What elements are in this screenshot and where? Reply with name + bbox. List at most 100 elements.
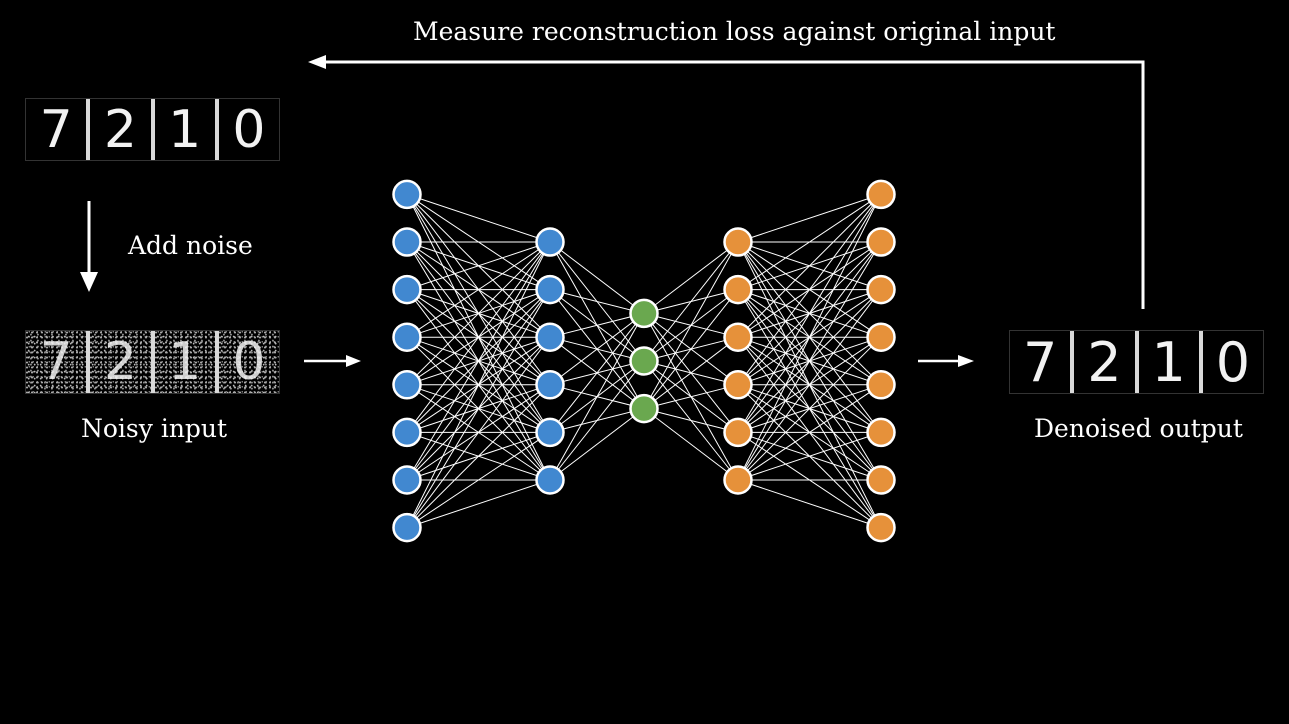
digit: 0: [232, 99, 266, 160]
output-node: [866, 322, 896, 352]
feedback-loop-arrow: [312, 60, 1145, 309]
output-node: [866, 227, 896, 257]
network-edge: [406, 289, 551, 528]
noise-texture: [218, 331, 279, 393]
denoised-output-label: Denoised output: [1034, 414, 1243, 443]
output-node: [866, 370, 896, 400]
network-edge: [406, 241, 551, 528]
digit: 1: [168, 99, 202, 160]
network-edge: [643, 241, 739, 362]
bottleneck-node: [629, 393, 659, 424]
digit-cell: 2: [90, 331, 155, 393]
input-node: [392, 179, 422, 210]
digit: 2: [103, 99, 137, 160]
network-edge: [643, 384, 739, 410]
input-to-network-arrowhead: [346, 355, 361, 367]
decoder-hidden-node: [723, 227, 753, 257]
output-node: [866, 512, 896, 543]
network-edge: [737, 194, 882, 481]
network-edge: [549, 408, 645, 481]
decoder-hidden-node: [723, 274, 753, 305]
digit-cell: 1: [155, 99, 219, 160]
network-edge: [643, 241, 739, 409]
network-edge: [549, 313, 645, 481]
network-edge: [406, 241, 551, 481]
input-node: [392, 227, 422, 257]
decoder-hidden-node: [723, 417, 753, 448]
feedback-label: Measure reconstruction loss against orig…: [413, 17, 1056, 46]
output-node: [866, 417, 896, 448]
network-edge: [643, 336, 739, 409]
original-digits-strip: 7 2 1 0: [25, 98, 280, 161]
bottleneck-node: [629, 298, 659, 329]
feedback-arrowhead: [308, 55, 326, 69]
digit-cell: 2: [90, 99, 155, 160]
bottleneck-node: [629, 346, 659, 376]
network-edge: [406, 241, 551, 433]
input-node: [392, 370, 422, 400]
network-edge: [549, 312, 645, 338]
network-edge: [737, 241, 882, 481]
network-edge: [406, 431, 551, 529]
network-edge: [406, 241, 551, 386]
digit: 1: [1151, 331, 1186, 393]
network-edge: [406, 193, 551, 243]
network-edge: [737, 431, 882, 481]
digit: 0: [1215, 331, 1251, 393]
network-edge: [737, 194, 882, 386]
digit-cell: 0: [1203, 331, 1263, 393]
encoder-hidden-node: [535, 465, 565, 495]
output-node: [866, 465, 896, 495]
network-edge: [643, 408, 739, 481]
digit-cell: 0: [219, 99, 279, 160]
digit-cell: 0: [218, 331, 279, 393]
network-edge: [406, 241, 551, 338]
input-node: [392, 322, 422, 352]
network-edge: [737, 194, 882, 338]
digit-cell: 1: [154, 331, 219, 393]
network-edges: [406, 193, 882, 529]
decoder-hidden-node: [723, 370, 753, 400]
digit: 1: [168, 332, 202, 392]
output-node: [866, 274, 896, 305]
network-edge: [549, 313, 645, 433]
noise-texture: [26, 331, 87, 393]
input-node: [392, 274, 422, 305]
network-edge: [737, 479, 882, 529]
network-to-output-arrowhead: [958, 355, 974, 367]
encoder-hidden-node: [535, 322, 565, 352]
decoder-hidden-node: [723, 465, 753, 495]
network-edge: [737, 194, 882, 433]
noisy-digits-strip: 7 2 1 0: [25, 330, 280, 394]
noise-texture: [90, 331, 151, 393]
network-edge: [643, 241, 739, 314]
network-edge: [737, 289, 882, 481]
network-edge: [406, 336, 551, 528]
digit-cell: 1: [1139, 331, 1203, 393]
encoder-hidden-node: [535, 417, 565, 448]
network-nodes: [392, 179, 896, 543]
add-noise-label: Add noise: [128, 231, 253, 260]
network-edge: [737, 193, 882, 243]
digit: 0: [232, 332, 266, 392]
decoder-hidden-node: [723, 322, 753, 352]
network-edge: [737, 336, 882, 481]
network-edge: [737, 193, 882, 291]
input-node: [392, 417, 422, 448]
digit: 2: [1087, 331, 1122, 393]
output-node: [866, 179, 896, 210]
network-edge: [549, 241, 645, 314]
digit: 7: [39, 332, 73, 392]
encoder-hidden-node: [535, 274, 565, 305]
input-node: [392, 512, 422, 543]
network-edge: [737, 384, 882, 481]
network-edge: [406, 384, 551, 528]
network-edge: [549, 360, 645, 481]
network-edge: [549, 289, 645, 314]
encoder-hidden-node: [535, 370, 565, 400]
noise-texture: [154, 331, 215, 393]
network-edge: [643, 408, 739, 433]
digit: 7: [1022, 331, 1058, 393]
